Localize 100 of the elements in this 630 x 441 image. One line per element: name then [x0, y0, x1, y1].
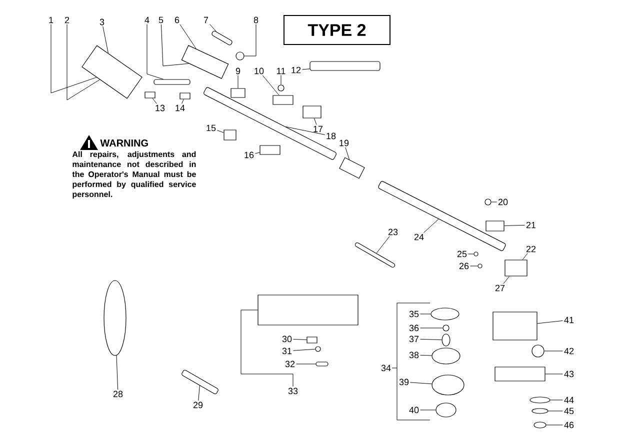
leader-line	[209, 24, 216, 32]
leader-line	[345, 147, 350, 160]
callout-number: 19	[340, 140, 349, 146]
small-part	[144, 92, 156, 98]
spool-housing	[432, 374, 464, 396]
clamp	[302, 106, 322, 118]
leader-line	[254, 152, 260, 154]
spool	[432, 348, 460, 364]
washer	[532, 408, 548, 414]
leader-line	[102, 26, 108, 54]
leader-line	[314, 118, 317, 125]
clamp	[224, 130, 236, 140]
leader-line	[546, 424, 564, 426]
callout-number: 34	[381, 364, 391, 372]
callout-number: 40	[409, 406, 419, 414]
leader-line	[420, 338, 442, 340]
spring	[212, 30, 232, 46]
callout-number: 24	[414, 234, 424, 240]
small-part	[180, 92, 190, 100]
leader-line	[548, 410, 564, 412]
screw	[315, 346, 321, 352]
callout-number: 39	[399, 378, 409, 386]
leader-line	[66, 24, 100, 100]
callout-number: 8	[254, 16, 258, 24]
blade	[494, 366, 546, 382]
washer	[530, 396, 550, 404]
leader-line	[544, 350, 564, 352]
bracket-part	[272, 95, 294, 105]
leader-line	[302, 68, 310, 70]
knob	[236, 52, 244, 60]
leader-line	[424, 218, 439, 233]
callout-number: 13	[156, 104, 165, 112]
leader-line	[152, 98, 157, 104]
washer	[534, 422, 546, 428]
warning-heading: WARNING	[100, 139, 148, 147]
handle-part	[181, 45, 229, 79]
callout-number: 4	[144, 16, 150, 24]
knob	[436, 402, 456, 418]
leader-line	[504, 224, 526, 226]
wrench	[182, 370, 218, 394]
callout-number: 21	[526, 222, 536, 228]
callout-number: 15	[206, 124, 216, 132]
callout-number: 16	[244, 152, 254, 158]
callout-number: 10	[254, 68, 264, 74]
callout-number: 3	[100, 18, 104, 26]
callout-number: 22	[526, 246, 536, 252]
callout-number: 9	[236, 68, 240, 74]
callout-number: 44	[564, 396, 574, 404]
callout-number: 45	[564, 408, 574, 414]
callout-number: 20	[498, 198, 508, 206]
handle-part	[82, 45, 142, 99]
callout-number: 7	[204, 16, 208, 24]
leader-line	[50, 24, 97, 94]
clamp	[260, 145, 280, 155]
leader-line	[180, 24, 196, 49]
leader-line	[146, 24, 164, 80]
handle-bar	[310, 61, 380, 71]
coupler	[339, 157, 365, 179]
callout-number: 1	[49, 16, 54, 24]
callout-number: 14	[176, 104, 185, 112]
callout-number: 11	[277, 68, 286, 74]
leader-line	[262, 75, 280, 96]
nut	[442, 324, 450, 332]
callout-number: 37	[409, 336, 419, 342]
leader-line	[280, 75, 282, 85]
callout-number: 43	[564, 370, 574, 378]
callout-number: 12	[292, 66, 301, 74]
clamp	[486, 220, 504, 232]
callout-number: 36	[409, 324, 419, 332]
leader-line	[420, 354, 432, 356]
strap	[104, 280, 126, 356]
callout-number: 42	[564, 348, 574, 354]
screw	[478, 264, 482, 268]
shaft-tube	[378, 181, 506, 251]
leader-line	[198, 385, 200, 401]
knife	[316, 362, 328, 366]
callout-number: 5	[158, 16, 164, 24]
leader-line	[503, 276, 510, 284]
callout-number: 6	[174, 16, 180, 24]
gear-head	[504, 260, 528, 276]
callout-number: 35	[409, 310, 419, 318]
title-box: TYPE 2	[284, 15, 390, 45]
leader-line	[216, 130, 224, 133]
callout-number: 23	[388, 228, 398, 236]
leader-line	[292, 348, 316, 351]
callout-number: 18	[326, 132, 336, 140]
callout-number: 17	[314, 126, 323, 132]
callout-number: 25	[457, 250, 467, 258]
small-part	[306, 336, 318, 344]
leader-line	[537, 320, 564, 324]
nut	[484, 198, 492, 206]
leader-line	[240, 310, 294, 387]
callout-number: 38	[409, 352, 419, 358]
leader-line	[244, 24, 256, 56]
leader-line	[522, 253, 528, 260]
callout-number: 31	[282, 348, 292, 354]
leader-line	[376, 236, 390, 254]
callout-number: 41	[564, 316, 574, 324]
leader-line	[292, 339, 307, 340]
gear	[532, 344, 544, 358]
